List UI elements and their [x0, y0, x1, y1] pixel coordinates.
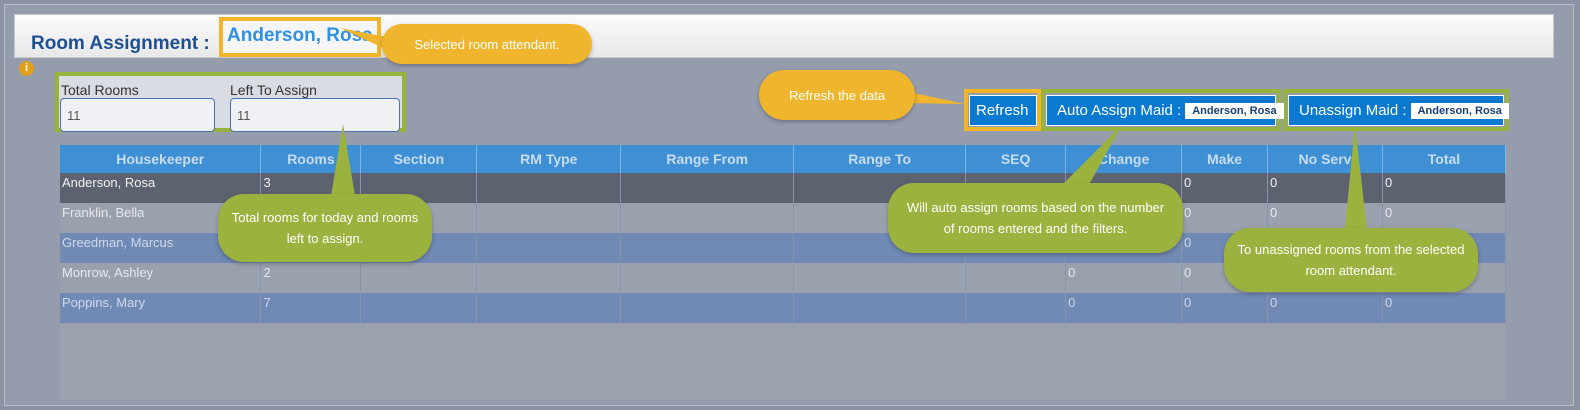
range-to-cell[interactable] [793, 293, 967, 323]
table-empty-area [60, 324, 1506, 400]
left-to-assign-field[interactable]: 11 [230, 98, 400, 132]
change-cell: 0 [1065, 293, 1183, 323]
column-header[interactable]: Section [360, 145, 478, 173]
page-title-label: Room Assignment : [31, 33, 210, 54]
make-cell: 0 [1181, 293, 1269, 323]
auto-assign-attendant-chip: Anderson, Rosa [1185, 103, 1284, 119]
range-from-cell[interactable] [620, 173, 795, 203]
rm-type-cell[interactable] [476, 293, 622, 323]
column-header[interactable]: RM Type [476, 145, 622, 173]
total-cell: 0 [1382, 173, 1507, 203]
rm-type-cell[interactable] [476, 173, 622, 203]
housekeeper-cell: Poppins, Mary [60, 293, 262, 323]
change-cell: 0 [1065, 263, 1183, 293]
make-cell: 0 [1181, 173, 1269, 203]
page-header: Room Assignment : Anderson, Rosa [14, 14, 1554, 58]
total-rooms-label: Total Rooms [61, 82, 139, 98]
column-header[interactable]: SEQ [965, 145, 1067, 173]
column-header[interactable]: Range To [793, 145, 967, 173]
column-header[interactable]: Total [1382, 145, 1507, 173]
range-from-cell[interactable] [620, 263, 795, 293]
housekeeper-table: Housekeeper Rooms Section RM Type Range … [60, 145, 1507, 323]
rooms-cell[interactable]: 2 [260, 263, 362, 293]
info-icon[interactable]: i [19, 61, 34, 76]
auto-assign-callout-pointer [1055, 125, 1122, 192]
room-counts-panel: Total Rooms 11 Left To Assign 11 [55, 72, 406, 132]
range-from-cell[interactable] [620, 233, 795, 263]
refresh-callout-pointer [900, 90, 965, 104]
column-header[interactable]: Range From [620, 145, 795, 173]
selected-callout-pointer [340, 28, 392, 52]
table-header-row: Housekeeper Rooms Section RM Type Range … [60, 145, 1507, 173]
column-header[interactable]: No Serv [1267, 145, 1383, 173]
range-from-cell[interactable] [620, 203, 795, 233]
selected-attendant-callout: Selected room attendant. [382, 24, 592, 64]
range-from-cell[interactable] [620, 293, 795, 323]
column-header[interactable]: Housekeeper [60, 145, 262, 173]
totals-callout: Total rooms for today and rooms left to … [218, 194, 432, 262]
housekeeper-cell: Monrow, Ashley [60, 263, 262, 293]
auto-assign-maid-button[interactable]: Auto Assign Maid :Anderson, Rosa [1046, 95, 1284, 126]
section-cell[interactable] [360, 293, 478, 323]
section-cell[interactable] [360, 263, 478, 293]
refresh-callout: Refresh the data [759, 70, 915, 120]
totals-callout-pointer [330, 124, 356, 202]
rooms-cell[interactable]: 7 [260, 293, 362, 323]
seq-cell[interactable] [965, 263, 1067, 293]
rm-type-cell[interactable] [476, 233, 622, 263]
rm-type-cell[interactable] [476, 263, 622, 293]
rm-type-cell[interactable] [476, 203, 622, 233]
auto-assign-callout: Will auto assign rooms based on the numb… [888, 183, 1183, 253]
unassign-label: Unassign Maid : [1299, 102, 1407, 119]
refresh-button[interactable]: Refresh [969, 95, 1037, 126]
unassign-attendant-chip: Anderson, Rosa [1410, 103, 1509, 119]
table-row[interactable]: Poppins, Mary 7 0 0 0 0 [60, 293, 1507, 323]
total-rooms-field[interactable]: 11 [60, 98, 215, 132]
seq-cell[interactable] [965, 293, 1067, 323]
left-to-assign-label: Left To Assign [230, 82, 317, 98]
unassign-callout: To unassigned rooms from the selected ro… [1224, 228, 1478, 292]
column-header[interactable]: Make [1181, 145, 1269, 173]
unassign-callout-pointer [1344, 125, 1368, 238]
total-cell: 0 [1382, 293, 1507, 323]
auto-assign-label: Auto Assign Maid : [1057, 102, 1182, 119]
unassign-maid-button[interactable]: Unassign Maid :Anderson, Rosa [1288, 95, 1509, 126]
no-serv-cell: 0 [1267, 293, 1383, 323]
refresh-highlight [964, 89, 1041, 131]
range-to-cell[interactable] [793, 263, 967, 293]
